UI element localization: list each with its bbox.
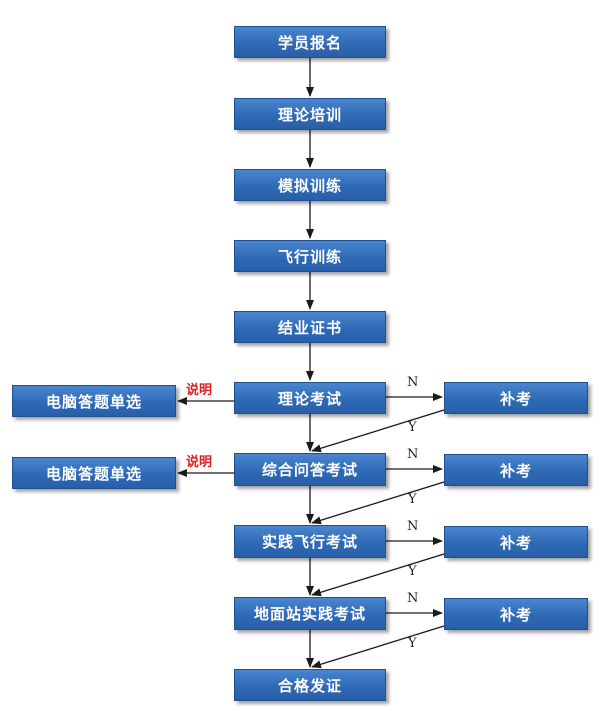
- node-makeup-2: 补考: [444, 454, 588, 486]
- node-computer-1: 电脑答题单选: [12, 385, 176, 417]
- label-n-4: N: [407, 591, 419, 606]
- label-y-2: Y: [408, 492, 417, 507]
- node-ground-exam: 地面站实践考试: [234, 597, 386, 630]
- label-y-4: Y: [408, 636, 417, 651]
- node-qa-exam: 综合问答考试: [234, 453, 386, 486]
- node-makeup-1: 补考: [444, 382, 588, 414]
- node-theory-training: 理论培训: [234, 98, 386, 130]
- node-sim-training: 模拟训练: [234, 169, 386, 201]
- node-certify: 合格发证: [234, 669, 386, 701]
- arrow-y-4: [311, 625, 445, 669]
- node-flight-training: 飞行训练: [234, 240, 386, 272]
- label-n-1: N: [407, 375, 419, 390]
- label-n-3: N: [407, 519, 419, 534]
- node-certificate: 结业证书: [234, 311, 386, 343]
- node-computer-2: 电脑答题单选: [12, 457, 176, 489]
- node-theory-exam: 理论考试: [234, 382, 386, 414]
- node-makeup-3: 补考: [444, 526, 588, 558]
- label-n-2: N: [407, 447, 419, 462]
- arrow-y-1: [311, 409, 445, 453]
- node-flight-exam: 实践飞行考试: [234, 525, 386, 558]
- node-enroll: 学员报名: [234, 26, 386, 58]
- note-explain-2: 说明: [186, 455, 213, 470]
- label-y-1: Y: [408, 420, 417, 435]
- arrow-y-2: [311, 481, 445, 525]
- arrow-y-3: [311, 553, 445, 597]
- node-makeup-4: 补考: [444, 598, 588, 630]
- note-explain-1: 说明: [186, 383, 213, 398]
- label-y-3: Y: [408, 564, 417, 579]
